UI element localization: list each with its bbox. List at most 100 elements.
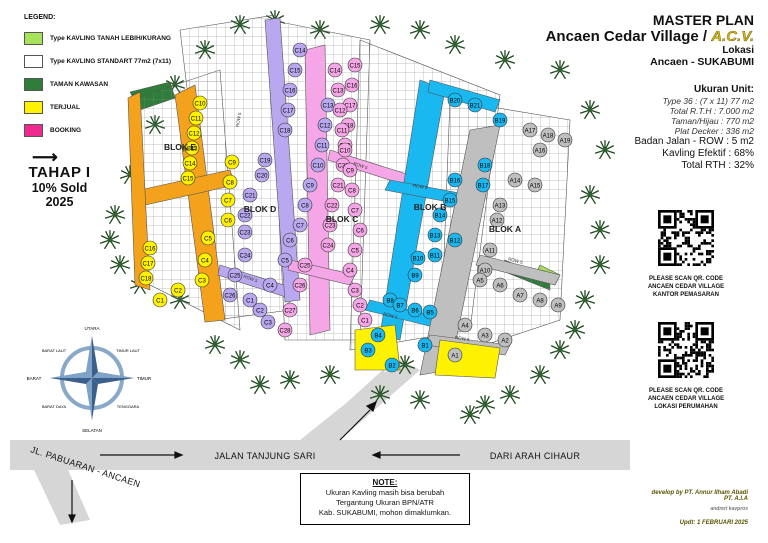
lot-marker[interactable]: C27 xyxy=(282,302,298,318)
lot-marker[interactable]: C23 xyxy=(237,224,253,240)
lot-marker[interactable]: C18 xyxy=(138,270,154,286)
lot-marker[interactable]: C13 xyxy=(330,82,346,98)
qr-location[interactable]: PLEASE SCAN QR. CODE ANCAEN CEDAR VILLAG… xyxy=(611,322,761,411)
lot-marker[interactable]: C8 xyxy=(344,182,360,198)
lot-marker[interactable]: A9 xyxy=(550,297,566,313)
qr-marketing[interactable]: PLEASE SCAN QR. CODE ANCAEN CEDAR VILLAG… xyxy=(611,210,761,299)
lot-marker[interactable]: B17 xyxy=(475,177,491,193)
lot-marker[interactable]: B3 xyxy=(360,342,376,358)
lot-marker[interactable]: C16 xyxy=(344,77,360,93)
lot-marker[interactable]: B14 xyxy=(432,207,448,223)
lot-marker[interactable]: B4 xyxy=(370,327,386,343)
lot-marker[interactable]: C16 xyxy=(142,240,158,256)
lot-marker[interactable]: C25 xyxy=(297,257,313,273)
lot-marker[interactable]: C19 xyxy=(257,152,273,168)
lot-marker[interactable]: C11 xyxy=(314,137,330,153)
lot-marker[interactable]: A13 xyxy=(492,197,508,213)
lot-marker[interactable]: C2 xyxy=(170,282,186,298)
lot-marker[interactable]: C4 xyxy=(197,252,213,268)
lot-marker[interactable]: B2 xyxy=(384,357,400,373)
lot-marker[interactable]: C15 xyxy=(180,170,196,186)
lot-marker[interactable]: C5 xyxy=(277,252,293,268)
lot-marker[interactable]: C2 xyxy=(252,302,268,318)
lot-marker[interactable]: C12 xyxy=(332,102,348,118)
lot-marker[interactable]: C10 xyxy=(192,95,208,111)
lot-marker[interactable]: A17 xyxy=(522,122,538,138)
lot-marker[interactable]: C21 xyxy=(242,187,258,203)
lot-marker[interactable]: C1 xyxy=(357,312,373,328)
lot-marker[interactable]: C8 xyxy=(297,197,313,213)
lot-marker[interactable]: A2 xyxy=(497,332,513,348)
lot-marker[interactable]: B19 xyxy=(492,112,508,128)
lot-marker[interactable]: C18 xyxy=(277,122,293,138)
lot-marker[interactable]: C26 xyxy=(292,277,308,293)
lot-marker[interactable]: C6 xyxy=(352,222,368,238)
lot-marker[interactable]: C12 xyxy=(317,117,333,133)
lot-marker[interactable]: B15 xyxy=(442,192,458,208)
lot-marker[interactable]: A1 xyxy=(447,347,463,363)
lot-marker[interactable]: C5 xyxy=(200,230,216,246)
lot-marker[interactable]: C3 xyxy=(194,272,210,288)
lot-marker[interactable]: C2 xyxy=(352,297,368,313)
lot-marker[interactable]: A19 xyxy=(557,132,573,148)
lot-marker[interactable]: A5 xyxy=(472,272,488,288)
lot-marker[interactable]: B9 xyxy=(407,267,423,283)
lot-marker[interactable]: A11 xyxy=(482,242,498,258)
lot-marker[interactable]: B1 xyxy=(417,337,433,353)
lot-marker[interactable]: C11 xyxy=(188,110,204,126)
lot-marker[interactable]: C28 xyxy=(277,322,293,338)
lot-marker[interactable]: C16 xyxy=(282,82,298,98)
lot-marker[interactable]: C1 xyxy=(152,292,168,308)
lot-marker[interactable]: B12 xyxy=(447,232,463,248)
lot-marker[interactable]: A6 xyxy=(492,277,508,293)
lot-marker[interactable]: A7 xyxy=(512,287,528,303)
lot-marker[interactable]: C4 xyxy=(342,262,358,278)
lot-marker[interactable]: C7 xyxy=(292,217,308,233)
lot-marker[interactable]: C17 xyxy=(280,102,296,118)
lot-marker[interactable]: C24 xyxy=(237,247,253,263)
lot-marker[interactable]: C20 xyxy=(254,167,270,183)
lot-marker[interactable]: C10 xyxy=(337,142,353,158)
lot-marker[interactable]: C9 xyxy=(224,154,240,170)
lot-marker[interactable]: B7 xyxy=(392,297,408,313)
lot-marker[interactable]: A14 xyxy=(507,172,523,188)
lot-marker[interactable]: C7 xyxy=(347,202,363,218)
lot-marker[interactable]: B16 xyxy=(447,172,463,188)
lot-marker[interactable]: C14 xyxy=(327,62,343,78)
lot-marker[interactable]: B10 xyxy=(410,250,426,266)
lot-marker[interactable]: B6 xyxy=(407,302,423,318)
lot-marker[interactable]: C3 xyxy=(260,314,276,330)
qr-code-icon[interactable] xyxy=(658,322,714,378)
lot-marker[interactable]: C25 xyxy=(227,267,243,283)
lot-marker[interactable]: C22 xyxy=(324,197,340,213)
lot-marker[interactable]: C5 xyxy=(347,242,363,258)
lot-marker[interactable]: B11 xyxy=(427,247,443,263)
lot-marker[interactable]: C8 xyxy=(222,174,238,190)
lot-marker[interactable]: C10 xyxy=(310,157,326,173)
lot-marker[interactable]: C14 xyxy=(292,42,308,58)
lot-marker[interactable]: C17 xyxy=(140,255,156,271)
lot-marker[interactable]: C21 xyxy=(330,177,346,193)
lot-marker[interactable]: A15 xyxy=(527,177,543,193)
lot-marker[interactable]: C4 xyxy=(262,277,278,293)
lot-marker[interactable]: C11 xyxy=(334,122,350,138)
lot-marker[interactable]: B21 xyxy=(467,97,483,113)
lot-marker[interactable]: C24 xyxy=(320,237,336,253)
lot-marker[interactable]: C6 xyxy=(282,232,298,248)
lot-marker[interactable]: B13 xyxy=(427,227,443,243)
lot-marker[interactable]: B18 xyxy=(477,157,493,173)
lot-marker[interactable]: A8 xyxy=(532,292,548,308)
lot-marker[interactable]: A12 xyxy=(489,212,505,228)
lot-marker[interactable]: C15 xyxy=(287,62,303,78)
lot-marker[interactable]: C1 xyxy=(242,292,258,308)
lot-marker[interactable]: C15 xyxy=(347,57,363,73)
lot-marker[interactable]: B20 xyxy=(447,92,463,108)
lot-marker[interactable]: C6 xyxy=(220,212,236,228)
lot-marker[interactable]: C13 xyxy=(184,140,200,156)
lot-marker[interactable]: C7 xyxy=(220,192,236,208)
lot-marker[interactable]: C26 xyxy=(222,287,238,303)
lot-marker[interactable]: C22 xyxy=(237,207,253,223)
lot-marker[interactable]: C23 xyxy=(322,217,338,233)
lot-marker[interactable]: C14 xyxy=(182,155,198,171)
lot-marker[interactable]: A16 xyxy=(532,142,548,158)
